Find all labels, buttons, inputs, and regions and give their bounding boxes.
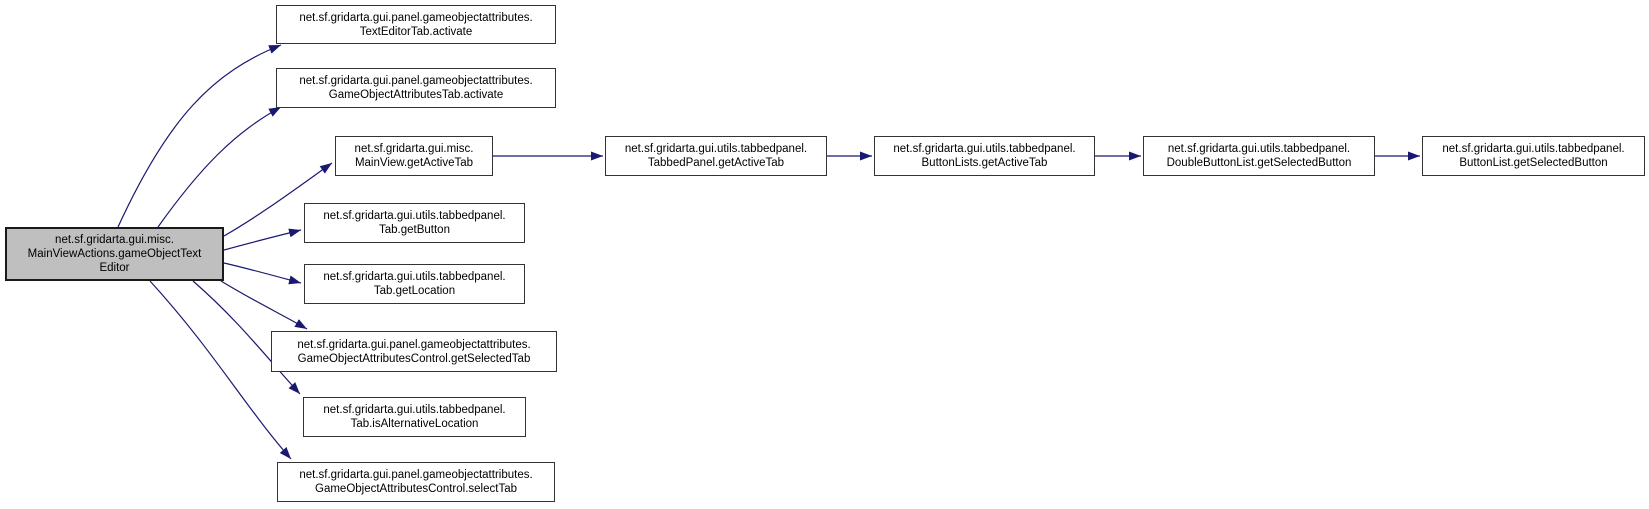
node-tab-get-location[interactable]: net.sf.gridarta.gui.utils.tabbedpanel. T… (304, 264, 525, 304)
edge-root-to-goac-select-tab (149, 280, 292, 460)
node-main-view-actions-game-object-text-editor[interactable]: net.sf.gridarta.gui.misc. MainViewAction… (5, 227, 224, 281)
node-game-object-attributes-tab-activate[interactable]: net.sf.gridarta.gui.panel.gameobjectattr… (276, 68, 556, 108)
node-tab-is-alternative-location[interactable]: net.sf.gridarta.gui.utils.tabbedpanel. T… (303, 397, 526, 437)
edge-root-to-text-editor-tab-activate (117, 44, 282, 228)
node-tab-get-button[interactable]: net.sf.gridarta.gui.utils.tabbedpanel. T… (304, 203, 525, 243)
node-game-object-attributes-control-get-selected-tab[interactable]: net.sf.gridarta.gui.panel.gameobjectattr… (271, 331, 557, 372)
node-main-view-get-active-tab[interactable]: net.sf.gridarta.gui.misc. MainView.getAc… (335, 136, 493, 176)
node-game-object-attributes-control-select-tab[interactable]: net.sf.gridarta.gui.panel.gameobjectattr… (277, 462, 555, 502)
node-button-list-get-selected-button[interactable]: net.sf.gridarta.gui.utils.tabbedpanel. B… (1422, 136, 1645, 176)
node-tabbed-panel-get-active-tab[interactable]: net.sf.gridarta.gui.utils.tabbedpanel. T… (605, 136, 827, 176)
edge-root-to-game-object-attributes-tab-activate (157, 106, 282, 228)
node-text-editor-tab-activate[interactable]: net.sf.gridarta.gui.panel.gameobjectattr… (276, 5, 556, 44)
edge-root-to-goac-get-selected-tab (220, 280, 308, 330)
edge-root-to-tab-get-location (223, 262, 302, 285)
node-button-lists-get-active-tab[interactable]: net.sf.gridarta.gui.utils.tabbedpanel. B… (874, 136, 1095, 176)
node-double-button-list-get-selected-button[interactable]: net.sf.gridarta.gui.utils.tabbedpanel. D… (1143, 136, 1375, 176)
edge-root-to-tab-get-button (223, 228, 302, 251)
